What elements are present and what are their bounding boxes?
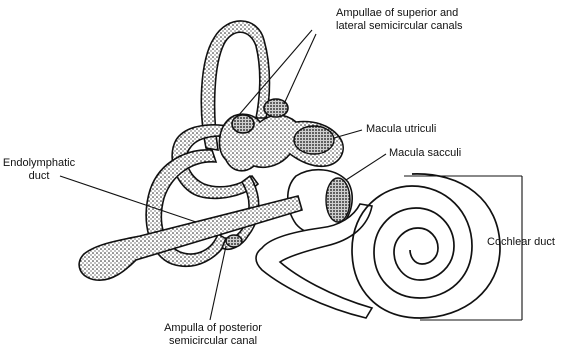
ampulla-lateral bbox=[232, 115, 254, 133]
label-endolymphatic-duct: Endolymphatic duct bbox=[2, 157, 76, 183]
ampulla-posterior bbox=[226, 235, 242, 247]
label-ampullae-line-1: Ampullae of superior and bbox=[336, 7, 463, 20]
label-macula-sacculi: Macula sacculi bbox=[389, 147, 461, 160]
label-macula-utriculi: Macula utriculi bbox=[366, 123, 436, 136]
macula-sacculi-patch bbox=[326, 178, 350, 222]
ampulla-superior bbox=[264, 99, 288, 117]
label-ampulla-posterior-line-1: Ampulla of posterior bbox=[150, 322, 276, 335]
macula-utriculi-patch bbox=[294, 126, 334, 154]
label-ampullae-superior-lateral: Ampullae of superior and lateral semicir… bbox=[336, 7, 463, 33]
label-ampulla-posterior: Ampulla of posterior semicircular canal bbox=[150, 322, 276, 348]
label-cochlear-duct: Cochlear duct bbox=[487, 236, 555, 249]
label-endolymphatic-line-1: Endolymphatic bbox=[2, 157, 76, 170]
label-ampullae-line-2: lateral semicircular canals bbox=[336, 20, 463, 33]
label-ampulla-posterior-line-2: semicircular canal bbox=[150, 335, 276, 348]
cochlea-spiral bbox=[352, 174, 500, 318]
label-endolymphatic-line-2: duct bbox=[2, 170, 76, 183]
